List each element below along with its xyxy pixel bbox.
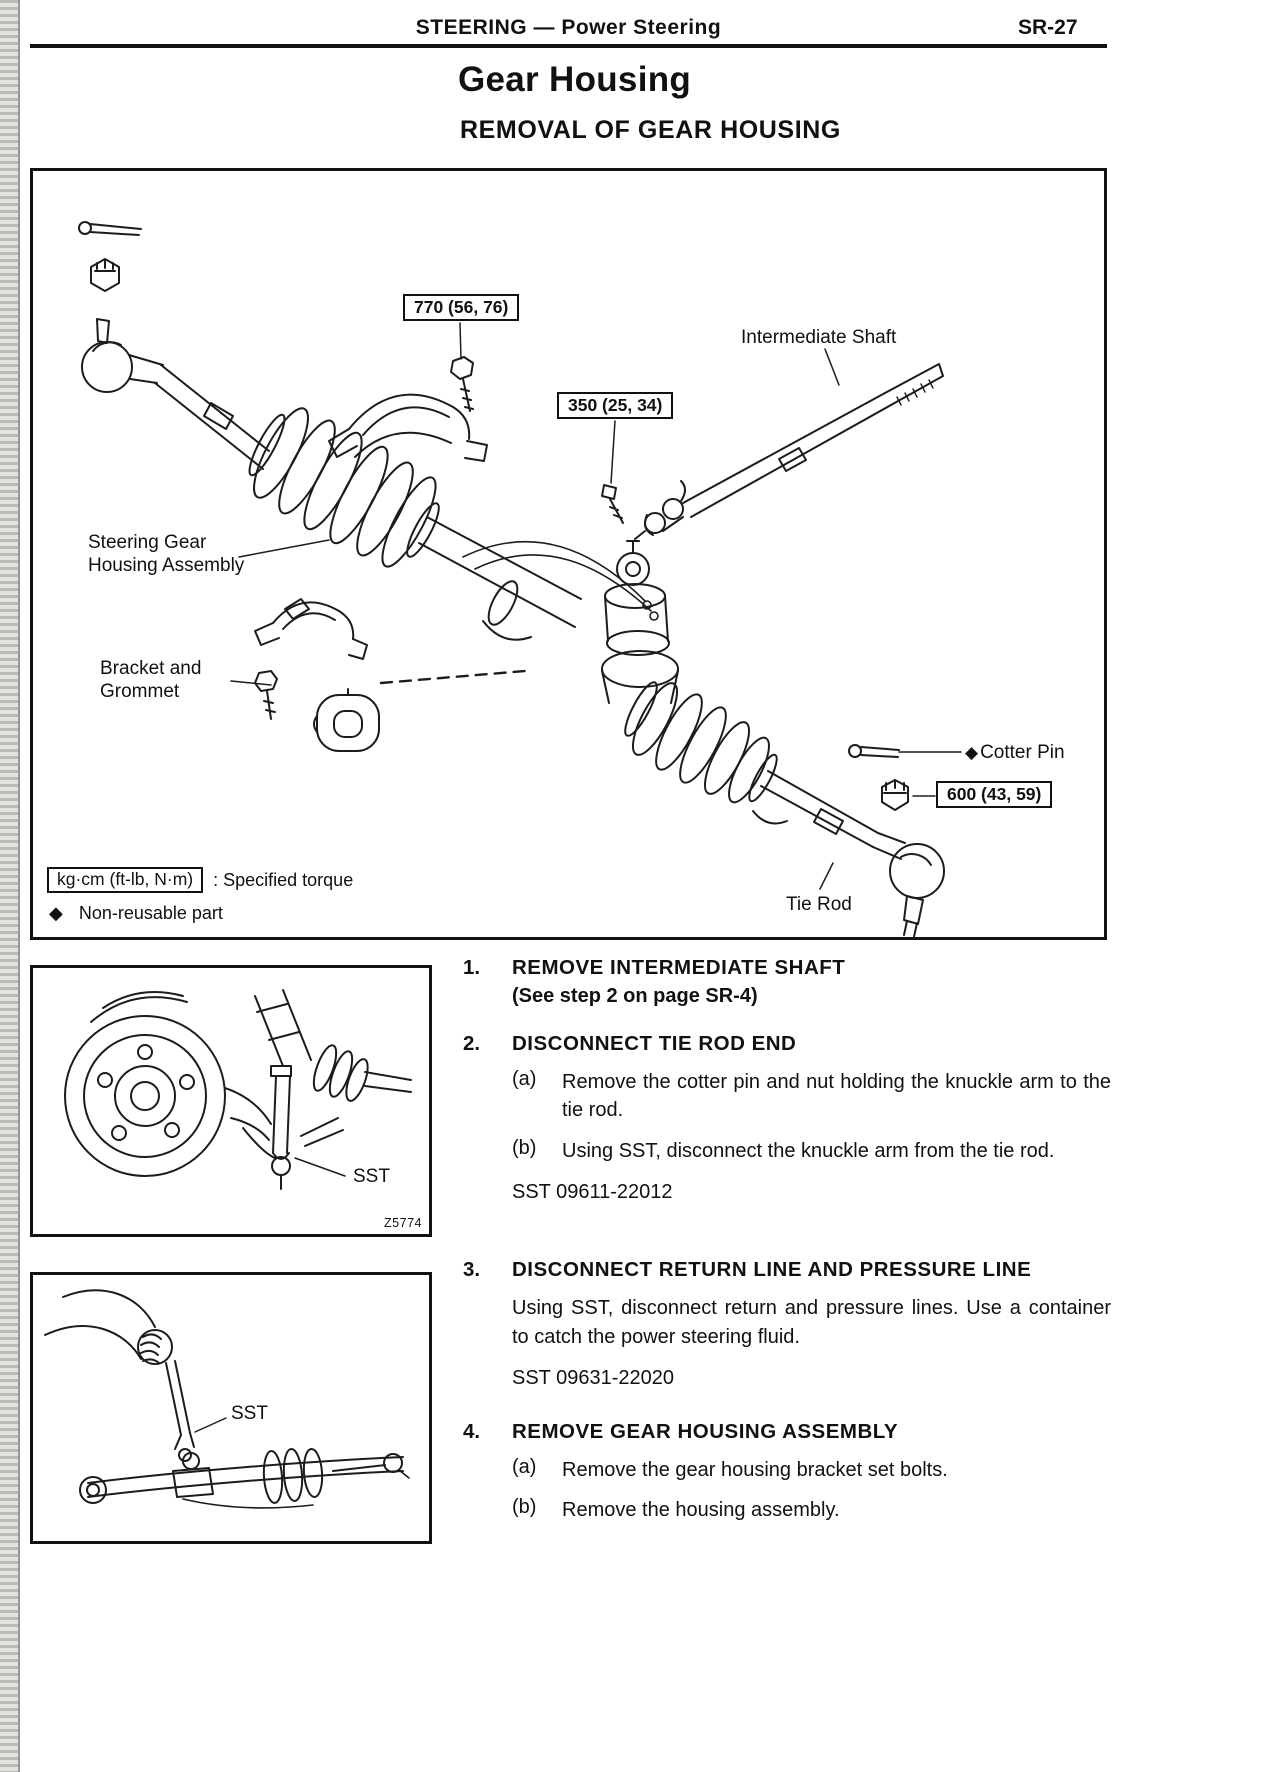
sst-callout: SST xyxy=(231,1403,268,1424)
figure-code: Z5774 xyxy=(384,1216,422,1230)
item-label: (a) xyxy=(512,1455,537,1478)
step-heading: DISCONNECT TIE ROD END xyxy=(512,1032,797,1055)
step-number: 2. xyxy=(463,1032,481,1055)
step-number: 1. xyxy=(463,956,481,979)
torque-label-350: 350 (25, 34) xyxy=(557,392,674,419)
header-subsection: — Power Steering xyxy=(533,16,722,39)
header: STEERING — Power Steering xyxy=(30,16,1107,40)
section-title: REMOVAL OF GEAR HOUSING xyxy=(460,116,841,144)
instructions: 1. REMOVE INTERMEDIATE SHAFT (See step 2… xyxy=(463,956,1111,1549)
header-section: STEERING xyxy=(415,16,528,39)
torque-label-600: 600 (43, 59) xyxy=(936,781,1053,808)
step-heading: DISCONNECT RETURN LINE AND PRESSURE LINE xyxy=(512,1258,1032,1282)
step-2: 2. DISCONNECT TIE ROD END (a) Remove the… xyxy=(463,1032,1111,1204)
sst-tool-number: SST 09611-22012 xyxy=(512,1181,673,1204)
sst-tool-number: SST 09631-22020 xyxy=(512,1366,674,1389)
step-body: Using SST, disconnect return and pressur… xyxy=(512,1297,1111,1348)
header-rule xyxy=(30,44,1107,48)
item-text: Remove the housing assembly. xyxy=(562,1499,840,1522)
page-title: Gear Housing xyxy=(458,60,692,99)
exploded-diagram-box: 770 (56, 76) 350 (25, 34) Intermediate S… xyxy=(30,168,1107,940)
knuckle-sst-drawing xyxy=(64,989,412,1190)
torque-label-770: 770 (56, 76) xyxy=(403,294,520,321)
label-tie-rod: Tie Rod xyxy=(786,894,852,915)
item-text: Using SST, disconnect the knuckle arm fr… xyxy=(562,1139,1055,1162)
nonreusable-diamond-icon: ◆ xyxy=(965,743,979,762)
step-1: 1. REMOVE INTERMEDIATE SHAFT (See step 2… xyxy=(463,956,1111,1008)
item-label: (a) xyxy=(512,1068,537,1090)
label-intermediate-shaft: Intermediate Shaft xyxy=(741,327,897,348)
step-item: (a) Remove the gear housing bracket set … xyxy=(512,1456,1111,1484)
step-item: (b) Remove the housing assembly. xyxy=(512,1496,1111,1524)
item-text: Remove the gear housing bracket set bolt… xyxy=(562,1458,948,1481)
legend-torque-meaning: : Specified torque xyxy=(213,869,354,890)
step-3: 3. DISCONNECT RETURN LINE AND PRESSURE L… xyxy=(463,1258,1111,1390)
legend-nonreusable: ◆ Non-reusable part xyxy=(49,903,223,924)
label-steering-gear-housing: Steering Gear Housing Assembly xyxy=(88,532,245,577)
figure-line-sst: SST xyxy=(30,1272,432,1544)
gear-housing-exploded-drawing xyxy=(78,221,962,937)
line-sst-drawing xyxy=(44,1289,410,1509)
item-label: (b) xyxy=(512,1496,537,1519)
item-text: Remove the cotter pin and nut holding th… xyxy=(562,1071,1111,1122)
step-number: 4. xyxy=(463,1419,481,1443)
legend-nonreusable-text: Non-reusable part xyxy=(78,903,223,923)
label-bracket-grommet: Bracket and Grommet xyxy=(100,658,202,703)
step-subheading: (See step 2 on page SR-4) xyxy=(512,985,758,1007)
step-heading: REMOVE INTERMEDIATE SHAFT xyxy=(512,956,846,979)
step-4: 4. REMOVE GEAR HOUSING ASSEMBLY (a) Remo… xyxy=(463,1420,1111,1525)
step-item: (a) Remove the cotter pin and nut holdin… xyxy=(512,1068,1111,1125)
binding-strip xyxy=(0,0,20,1772)
page-number: SR-27 xyxy=(1018,16,1078,39)
legend-torque-units: kg·cm (ft-lb, N·m) xyxy=(47,867,204,893)
step-item: (b) Using SST, disconnect the knuckle ar… xyxy=(512,1137,1111,1165)
figure-knuckle-sst: SST Z5774 xyxy=(30,965,432,1237)
sst-callout: SST xyxy=(353,1166,390,1187)
nonreusable-diamond-icon: ◆ xyxy=(49,903,63,923)
item-label: (b) xyxy=(512,1136,537,1159)
step-number: 3. xyxy=(463,1258,481,1282)
label-cotter-pin: ◆Cotter Pin xyxy=(965,742,1065,763)
step-heading: REMOVE GEAR HOUSING ASSEMBLY xyxy=(512,1419,899,1443)
legend-torque: kg·cm (ft-lb, N·m) : Specified torque xyxy=(47,867,353,893)
